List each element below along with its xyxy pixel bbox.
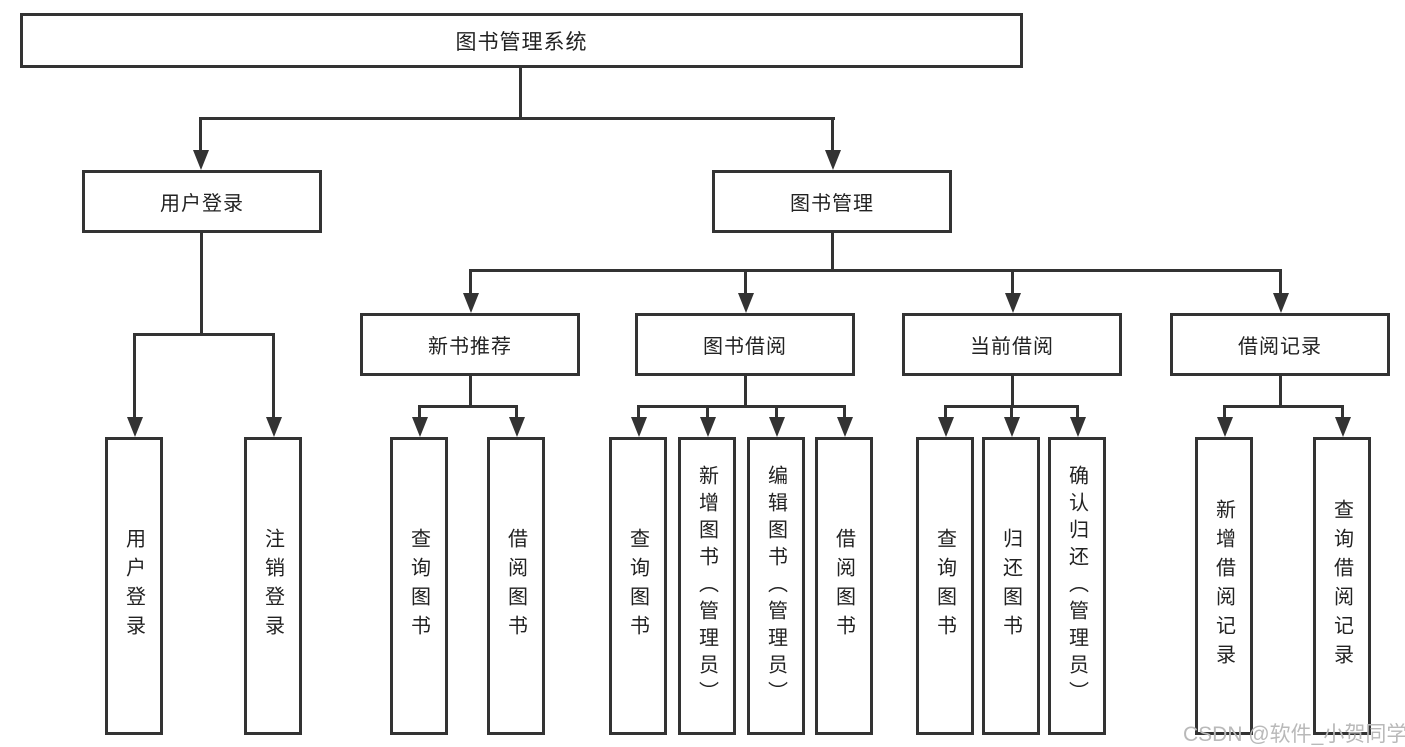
connector-line <box>200 233 203 334</box>
csdn-watermark: CSDN @软件_小贺同学 <box>1183 723 1405 746</box>
leaf-add-books-admin: 新增图书（管理员） <box>678 437 736 735</box>
arrow-down-icon <box>126 334 143 437</box>
arrow-down-icon <box>192 118 209 170</box>
connector-line <box>1223 405 1344 408</box>
leaf-edit-books-admin: 编辑图书（管理员） <box>747 437 805 735</box>
node-current-borrow: 当前借阅 <box>902 313 1122 376</box>
node-new-book-recommend-label: 新书推荐 <box>428 336 512 358</box>
arrow-down-icon <box>824 118 841 170</box>
arrow-down-icon <box>699 406 716 437</box>
leaf-logout: 注销登录 <box>244 437 302 735</box>
leaf-borrow-books-recommend-label: 借阅图书 <box>504 528 527 644</box>
arrow-down-icon <box>411 406 428 437</box>
arrow-down-icon <box>1004 270 1021 313</box>
leaf-logout-label: 注销登录 <box>261 528 284 644</box>
arrow-down-icon <box>836 406 853 437</box>
node-book-borrow-label: 图书借阅 <box>703 336 787 358</box>
connector-line <box>469 269 1282 272</box>
leaf-return-books: 归还图书 <box>982 437 1040 735</box>
node-user-login-label: 用户登录 <box>160 193 244 215</box>
leaf-add-borrow-record-label: 新增借阅记录 <box>1212 499 1235 673</box>
arrow-down-icon <box>462 270 479 313</box>
leaf-borrow-books-label: 借阅图书 <box>832 528 855 644</box>
leaf-query-books-current-label: 查询图书 <box>933 528 956 644</box>
leaf-borrow-books-recommend: 借阅图书 <box>487 437 545 735</box>
node-root-system: 图书管理系统 <box>20 13 1023 68</box>
node-borrow-records: 借阅记录 <box>1170 313 1390 376</box>
connector-line <box>519 68 522 118</box>
arrow-down-icon <box>1003 406 1020 437</box>
node-new-book-recommend: 新书推荐 <box>360 313 580 376</box>
leaf-query-borrow-record: 查询借阅记录 <box>1313 437 1371 735</box>
node-user-login: 用户登录 <box>82 170 322 233</box>
arrow-down-icon <box>1272 270 1289 313</box>
leaf-borrow-books: 借阅图书 <box>815 437 873 735</box>
connector-line <box>469 376 472 406</box>
node-book-management: 图书管理 <box>712 170 952 233</box>
leaf-confirm-return-admin-label: 确认归还（管理员） <box>1065 464 1088 708</box>
leaf-add-books-admin-label: 新增图书（管理员） <box>695 464 718 708</box>
leaf-confirm-return-admin: 确认归还（管理员） <box>1048 437 1106 735</box>
arrow-down-icon <box>630 406 647 437</box>
leaf-return-books-label: 归还图书 <box>999 528 1022 644</box>
connector-line <box>133 333 275 336</box>
node-current-borrow-label: 当前借阅 <box>970 336 1054 358</box>
node-book-management-label: 图书管理 <box>790 193 874 215</box>
connector-line <box>744 376 747 406</box>
arrow-down-icon <box>768 406 785 437</box>
node-borrow-records-label: 借阅记录 <box>1238 336 1322 358</box>
connector-line <box>1279 376 1282 406</box>
leaf-query-books-recommend: 查询图书 <box>390 437 448 735</box>
leaf-add-borrow-record: 新增借阅记录 <box>1195 437 1253 735</box>
node-root-label: 图书管理系统 <box>455 30 588 54</box>
connector-line <box>418 405 518 408</box>
node-book-borrow: 图书借阅 <box>635 313 855 376</box>
arrow-down-icon <box>1334 406 1351 437</box>
leaf-user-login-label: 用户登录 <box>122 528 145 644</box>
leaf-query-books-borrow: 查询图书 <box>609 437 667 735</box>
connector-line <box>637 405 846 408</box>
leaf-query-borrow-record-label: 查询借阅记录 <box>1330 499 1353 673</box>
leaf-query-books-borrow-label: 查询图书 <box>626 528 649 644</box>
arrow-down-icon <box>937 406 954 437</box>
leaf-query-books-current: 查询图书 <box>916 437 974 735</box>
leaf-query-books-recommend-label: 查询图书 <box>407 528 430 644</box>
leaf-user-login: 用户登录 <box>105 437 163 735</box>
arrow-down-icon <box>265 334 282 437</box>
arrow-down-icon <box>1069 406 1086 437</box>
connector-line <box>1011 376 1014 406</box>
connector-line <box>199 117 835 120</box>
arrow-down-icon <box>1216 406 1233 437</box>
leaf-edit-books-admin-label: 编辑图书（管理员） <box>764 464 787 708</box>
arrow-down-icon <box>508 406 525 437</box>
connector-line <box>831 233 834 270</box>
arrow-down-icon <box>737 270 754 313</box>
